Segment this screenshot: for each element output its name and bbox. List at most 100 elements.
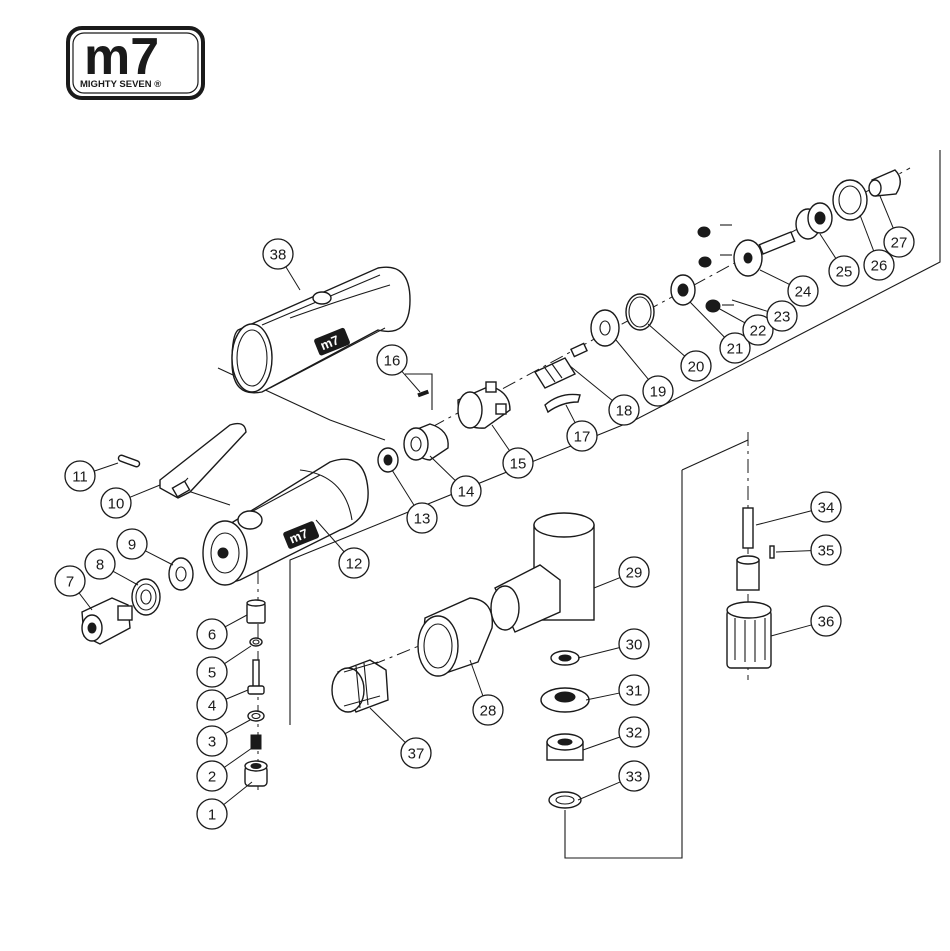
part-37-grip-sleeve bbox=[332, 660, 388, 712]
callout-number: 6 bbox=[208, 627, 216, 644]
part-21-bearing bbox=[671, 275, 695, 305]
callout-number: 26 bbox=[871, 258, 888, 275]
part-24-spindle bbox=[734, 232, 795, 276]
callout-28: 28 bbox=[473, 695, 503, 725]
part-19-front-plate bbox=[591, 310, 619, 346]
callout-31: 31 bbox=[619, 675, 649, 705]
callout-number: 19 bbox=[650, 384, 667, 401]
callout-37: 37 bbox=[401, 738, 431, 768]
leader-line-15 bbox=[492, 425, 510, 451]
part-18-rotor bbox=[535, 343, 587, 388]
leader-line-10 bbox=[130, 485, 160, 497]
leader-line-25 bbox=[820, 234, 836, 258]
callout-number: 35 bbox=[818, 543, 835, 560]
leader-line-22 bbox=[718, 308, 745, 323]
callout-number: 8 bbox=[96, 557, 104, 574]
part-32-bearing bbox=[547, 734, 583, 760]
part-22-planet-gear bbox=[698, 227, 720, 312]
leader-line-14 bbox=[430, 456, 455, 481]
part-6-valve-bushing bbox=[247, 600, 265, 623]
leader-line-29 bbox=[594, 578, 620, 588]
leader-line-6 bbox=[225, 615, 247, 627]
leader-line-8 bbox=[113, 571, 138, 585]
leader-line-4 bbox=[226, 690, 248, 699]
callout-number: 15 bbox=[510, 456, 527, 473]
part-11-pin bbox=[118, 454, 141, 467]
leader-line-37 bbox=[370, 708, 405, 743]
part-4-valve-stem bbox=[248, 660, 264, 694]
callout-20: 20 bbox=[681, 351, 711, 381]
callout-12: 12 bbox=[339, 548, 369, 578]
callout-34: 34 bbox=[811, 492, 841, 522]
part-5-o-ring bbox=[250, 638, 262, 646]
leader-line-33 bbox=[578, 782, 620, 800]
callout-number: 28 bbox=[480, 703, 497, 720]
leader-line-13 bbox=[392, 470, 414, 505]
callout-3: 3 bbox=[197, 726, 227, 756]
leader-line-28 bbox=[470, 660, 483, 696]
part-30-bearing bbox=[551, 651, 579, 665]
callout-32: 32 bbox=[619, 717, 649, 747]
callout-8: 8 bbox=[85, 549, 115, 579]
part-28-housing-nut bbox=[418, 598, 492, 676]
callout-7: 7 bbox=[55, 566, 85, 596]
callout-number: 7 bbox=[66, 574, 74, 591]
callout-14: 14 bbox=[451, 476, 481, 506]
callout-10: 10 bbox=[101, 488, 131, 518]
callout-number: 32 bbox=[626, 725, 643, 742]
part-7-inlet-fitting bbox=[82, 598, 132, 644]
brand-logo: m7 MIGHTY SEVEN ® bbox=[68, 28, 203, 98]
callout-27: 27 bbox=[884, 227, 914, 257]
leader-line-36 bbox=[771, 625, 812, 636]
part-25-bearing bbox=[796, 203, 832, 239]
leader-line-32 bbox=[583, 737, 620, 750]
callout-number: 22 bbox=[750, 323, 767, 340]
callout-number: 30 bbox=[626, 637, 643, 654]
callout-13: 13 bbox=[407, 503, 437, 533]
callout-33: 33 bbox=[619, 761, 649, 791]
leader-line-3 bbox=[225, 720, 250, 734]
leader-line-9 bbox=[145, 551, 173, 565]
part-10-throttle-lever bbox=[160, 424, 246, 498]
part-27-nozzle bbox=[869, 170, 900, 196]
part-31-bevel-gear bbox=[541, 688, 589, 712]
callout-2: 2 bbox=[197, 761, 227, 791]
part-17-rotor-blade bbox=[545, 394, 580, 412]
callout-number: 27 bbox=[891, 235, 908, 252]
leader-line-5 bbox=[224, 646, 251, 664]
callout-number: 10 bbox=[108, 496, 125, 513]
callout-number: 13 bbox=[414, 511, 431, 528]
leader-line-31 bbox=[586, 693, 619, 700]
part-9-washer bbox=[169, 558, 193, 590]
logo-mark: m7 bbox=[84, 28, 159, 86]
callout-number: 14 bbox=[458, 484, 475, 501]
callout-5: 5 bbox=[197, 657, 227, 687]
callout-number: 16 bbox=[384, 353, 401, 370]
callout-11: 11 bbox=[65, 461, 95, 491]
callout-9: 9 bbox=[117, 529, 147, 559]
callout-number: 11 bbox=[72, 469, 88, 486]
callout-23: 23 bbox=[767, 301, 797, 331]
callout-number: 24 bbox=[795, 284, 812, 301]
logo-tagline: MIGHTY SEVEN ® bbox=[80, 79, 161, 90]
callout-number: 4 bbox=[208, 698, 216, 715]
leader-line-27 bbox=[880, 196, 893, 228]
callout-number: 1 bbox=[208, 807, 216, 824]
callout-1: 1 bbox=[197, 799, 227, 829]
callout-15: 15 bbox=[503, 448, 533, 478]
part-13-bearing bbox=[378, 448, 398, 472]
callout-number: 20 bbox=[688, 359, 705, 376]
leader-line-19 bbox=[616, 340, 648, 379]
callout-number: 12 bbox=[346, 556, 363, 573]
callout-number: 37 bbox=[408, 746, 425, 763]
part-38-sleeve: m7 bbox=[232, 267, 410, 393]
leader-line-7 bbox=[79, 593, 92, 610]
part-26-ring bbox=[833, 180, 867, 220]
callout-number: 38 bbox=[270, 247, 287, 264]
leader-line-35 bbox=[776, 551, 811, 552]
callout-24: 24 bbox=[788, 276, 818, 306]
callout-16: 16 bbox=[377, 345, 407, 375]
callout-number: 9 bbox=[128, 537, 136, 554]
callout-19: 19 bbox=[643, 376, 673, 406]
